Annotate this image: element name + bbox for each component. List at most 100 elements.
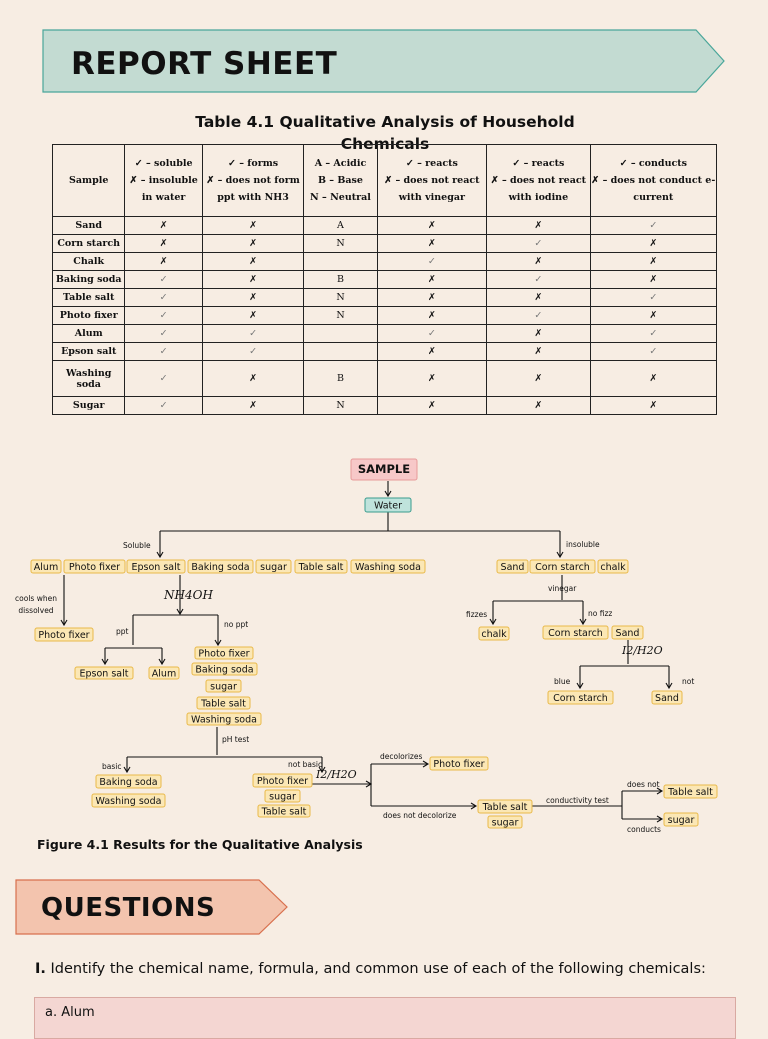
- table-header-row: Sample✓ – soluble ✗ – insoluble in water…: [51, 144, 718, 217]
- result-cell: ✗: [124, 252, 203, 271]
- sample-name-cell: Chalk: [51, 252, 126, 271]
- not-blue-result-label: Sand: [655, 693, 679, 704]
- no-ppt-item-0-label: Photo fixer: [198, 649, 249, 660]
- table-row: Washing soda✓✗B✗✗✗: [51, 360, 718, 397]
- conducts-label: conducts: [627, 825, 661, 834]
- decolorizes-result-box: [429, 756, 489, 771]
- arrow-head: [579, 618, 587, 626]
- arrow-head: [470, 802, 478, 810]
- result-cell: ✓: [486, 270, 591, 289]
- answer-item-alum-label: a. Alum: [45, 1005, 95, 1020]
- nh4oh-reagent-label: NH4OH: [163, 588, 213, 602]
- not-decolorize-item-1-box: [487, 815, 523, 829]
- decolorizes-result-label: Photo fixer: [433, 759, 484, 770]
- vinegar-label: vinegar: [548, 584, 577, 593]
- question-number: I.: [35, 961, 46, 977]
- result-cell: N: [303, 396, 378, 415]
- arrow-head: [214, 639, 222, 647]
- table-header-3: A – Acidic B – Base N – Neutral: [303, 144, 378, 217]
- table-header-1: ✓ – soluble ✗ – insoluble in water: [124, 144, 203, 217]
- no-ppt-item-2-box: [205, 679, 242, 693]
- result-cell: ✗: [376, 234, 488, 253]
- result-cell: ✗: [589, 396, 718, 415]
- water-node-box: [364, 497, 412, 513]
- does-not-conduct-result-label: Table salt: [667, 787, 713, 798]
- result-cell: ✗: [376, 270, 488, 289]
- result-cell: ✗: [589, 270, 718, 289]
- soluble-item-0-label: Alum: [34, 562, 58, 573]
- soluble-item-3-box: [187, 559, 254, 574]
- result-cell: ✓: [124, 342, 203, 361]
- no-ppt-item-1-box: [191, 662, 258, 676]
- arrow-head: [656, 815, 664, 823]
- basic-item-1-label: Washing soda: [96, 796, 162, 807]
- insoluble-item-0-label: Sand: [501, 562, 525, 573]
- table-row: Table salt✓✗N✗✗✓: [51, 288, 718, 307]
- arrow-head: [318, 766, 326, 774]
- result-cell: ✗: [201, 270, 305, 289]
- sample-name-cell: Baking soda: [51, 270, 126, 289]
- ppt-label: ppt: [116, 627, 129, 636]
- result-cell: ✗: [486, 216, 591, 235]
- not-basic-item-1-label: sugar: [269, 792, 296, 803]
- ppt-item-1-box: [148, 666, 180, 680]
- result-cell: ✗: [589, 234, 718, 253]
- result-cell: ✓: [124, 324, 203, 343]
- result-cell: ✗: [486, 342, 591, 361]
- result-cell: ✓: [201, 324, 305, 343]
- soluble-item-6-label: Washing soda: [355, 562, 421, 573]
- result-cell: [303, 324, 378, 343]
- ppt-item-1-label: Alum: [152, 669, 176, 680]
- table-header-0: Sample: [51, 144, 126, 217]
- basic-item-0-label: Baking soda: [99, 777, 157, 788]
- does-not-conduct-result-box: [663, 784, 718, 799]
- no-ppt-item-2-label: sugar: [210, 682, 237, 693]
- table-row: Epson salt✓✓✗✗✓: [51, 342, 718, 361]
- result-cell: ✗: [486, 396, 591, 415]
- arrow-head: [123, 766, 131, 774]
- soluble-item-2-label: Epson salt: [132, 562, 181, 573]
- table-row: Sugar✓✗N✗✗✗: [51, 396, 718, 415]
- arrow-head: [156, 551, 164, 559]
- sample-name-cell: Table salt: [51, 288, 126, 307]
- ppt-item-0-label: Epson salt: [80, 669, 129, 680]
- result-cell: ✗: [376, 216, 488, 235]
- basic-item-0-box: [95, 774, 162, 789]
- soluble-item-4-box: [255, 559, 292, 574]
- soluble-item-2-box: [126, 559, 186, 574]
- decolorizes-label: decolorizes: [380, 752, 422, 761]
- result-cell: ✓: [124, 306, 203, 325]
- table-row: Photo fixer✓✗N✗✓✗: [51, 306, 718, 325]
- no-fizz-item-1-box: [611, 625, 644, 640]
- soluble-item-4-label: sugar: [260, 562, 287, 573]
- result-cell: ✗: [376, 342, 488, 361]
- result-cell: ✓: [124, 288, 203, 307]
- no-ppt-item-0-box: [194, 646, 254, 660]
- cools-result-box: [34, 627, 94, 642]
- arrow-head: [422, 760, 430, 768]
- no-fizz-item-1-label: Sand: [616, 628, 640, 639]
- result-cell: ✗: [589, 306, 718, 325]
- sample-name-cell: Corn starch: [51, 234, 126, 253]
- result-cell: ✓: [201, 342, 305, 361]
- arrow-head: [158, 658, 166, 666]
- water-node-label: Water: [374, 501, 402, 512]
- arrow-head: [176, 608, 184, 616]
- conductivity-test-label: conductivity test: [546, 796, 609, 805]
- result-cell: N: [303, 288, 378, 307]
- no-ppt-label: no ppt: [224, 620, 248, 629]
- table-header-6: ✓ – conducts ✗ – does not conduct e- cur…: [589, 144, 718, 217]
- no-ppt-item-1-label: Baking soda: [195, 665, 253, 676]
- arrow-head: [576, 682, 584, 690]
- result-cell: ✓: [589, 216, 718, 235]
- result-cell: ✗: [124, 234, 203, 253]
- fizz-result-label: chalk: [481, 629, 507, 640]
- not-decolorize-item-0-label: Table salt: [482, 802, 528, 813]
- does-not-decolorize-label: does not decolorize: [383, 811, 457, 820]
- result-cell: ✗: [124, 216, 203, 235]
- answer-box-alum[interactable]: [34, 997, 736, 1039]
- not-basic-item-2-label: Table salt: [261, 807, 307, 818]
- ppt-item-0-box: [74, 666, 134, 680]
